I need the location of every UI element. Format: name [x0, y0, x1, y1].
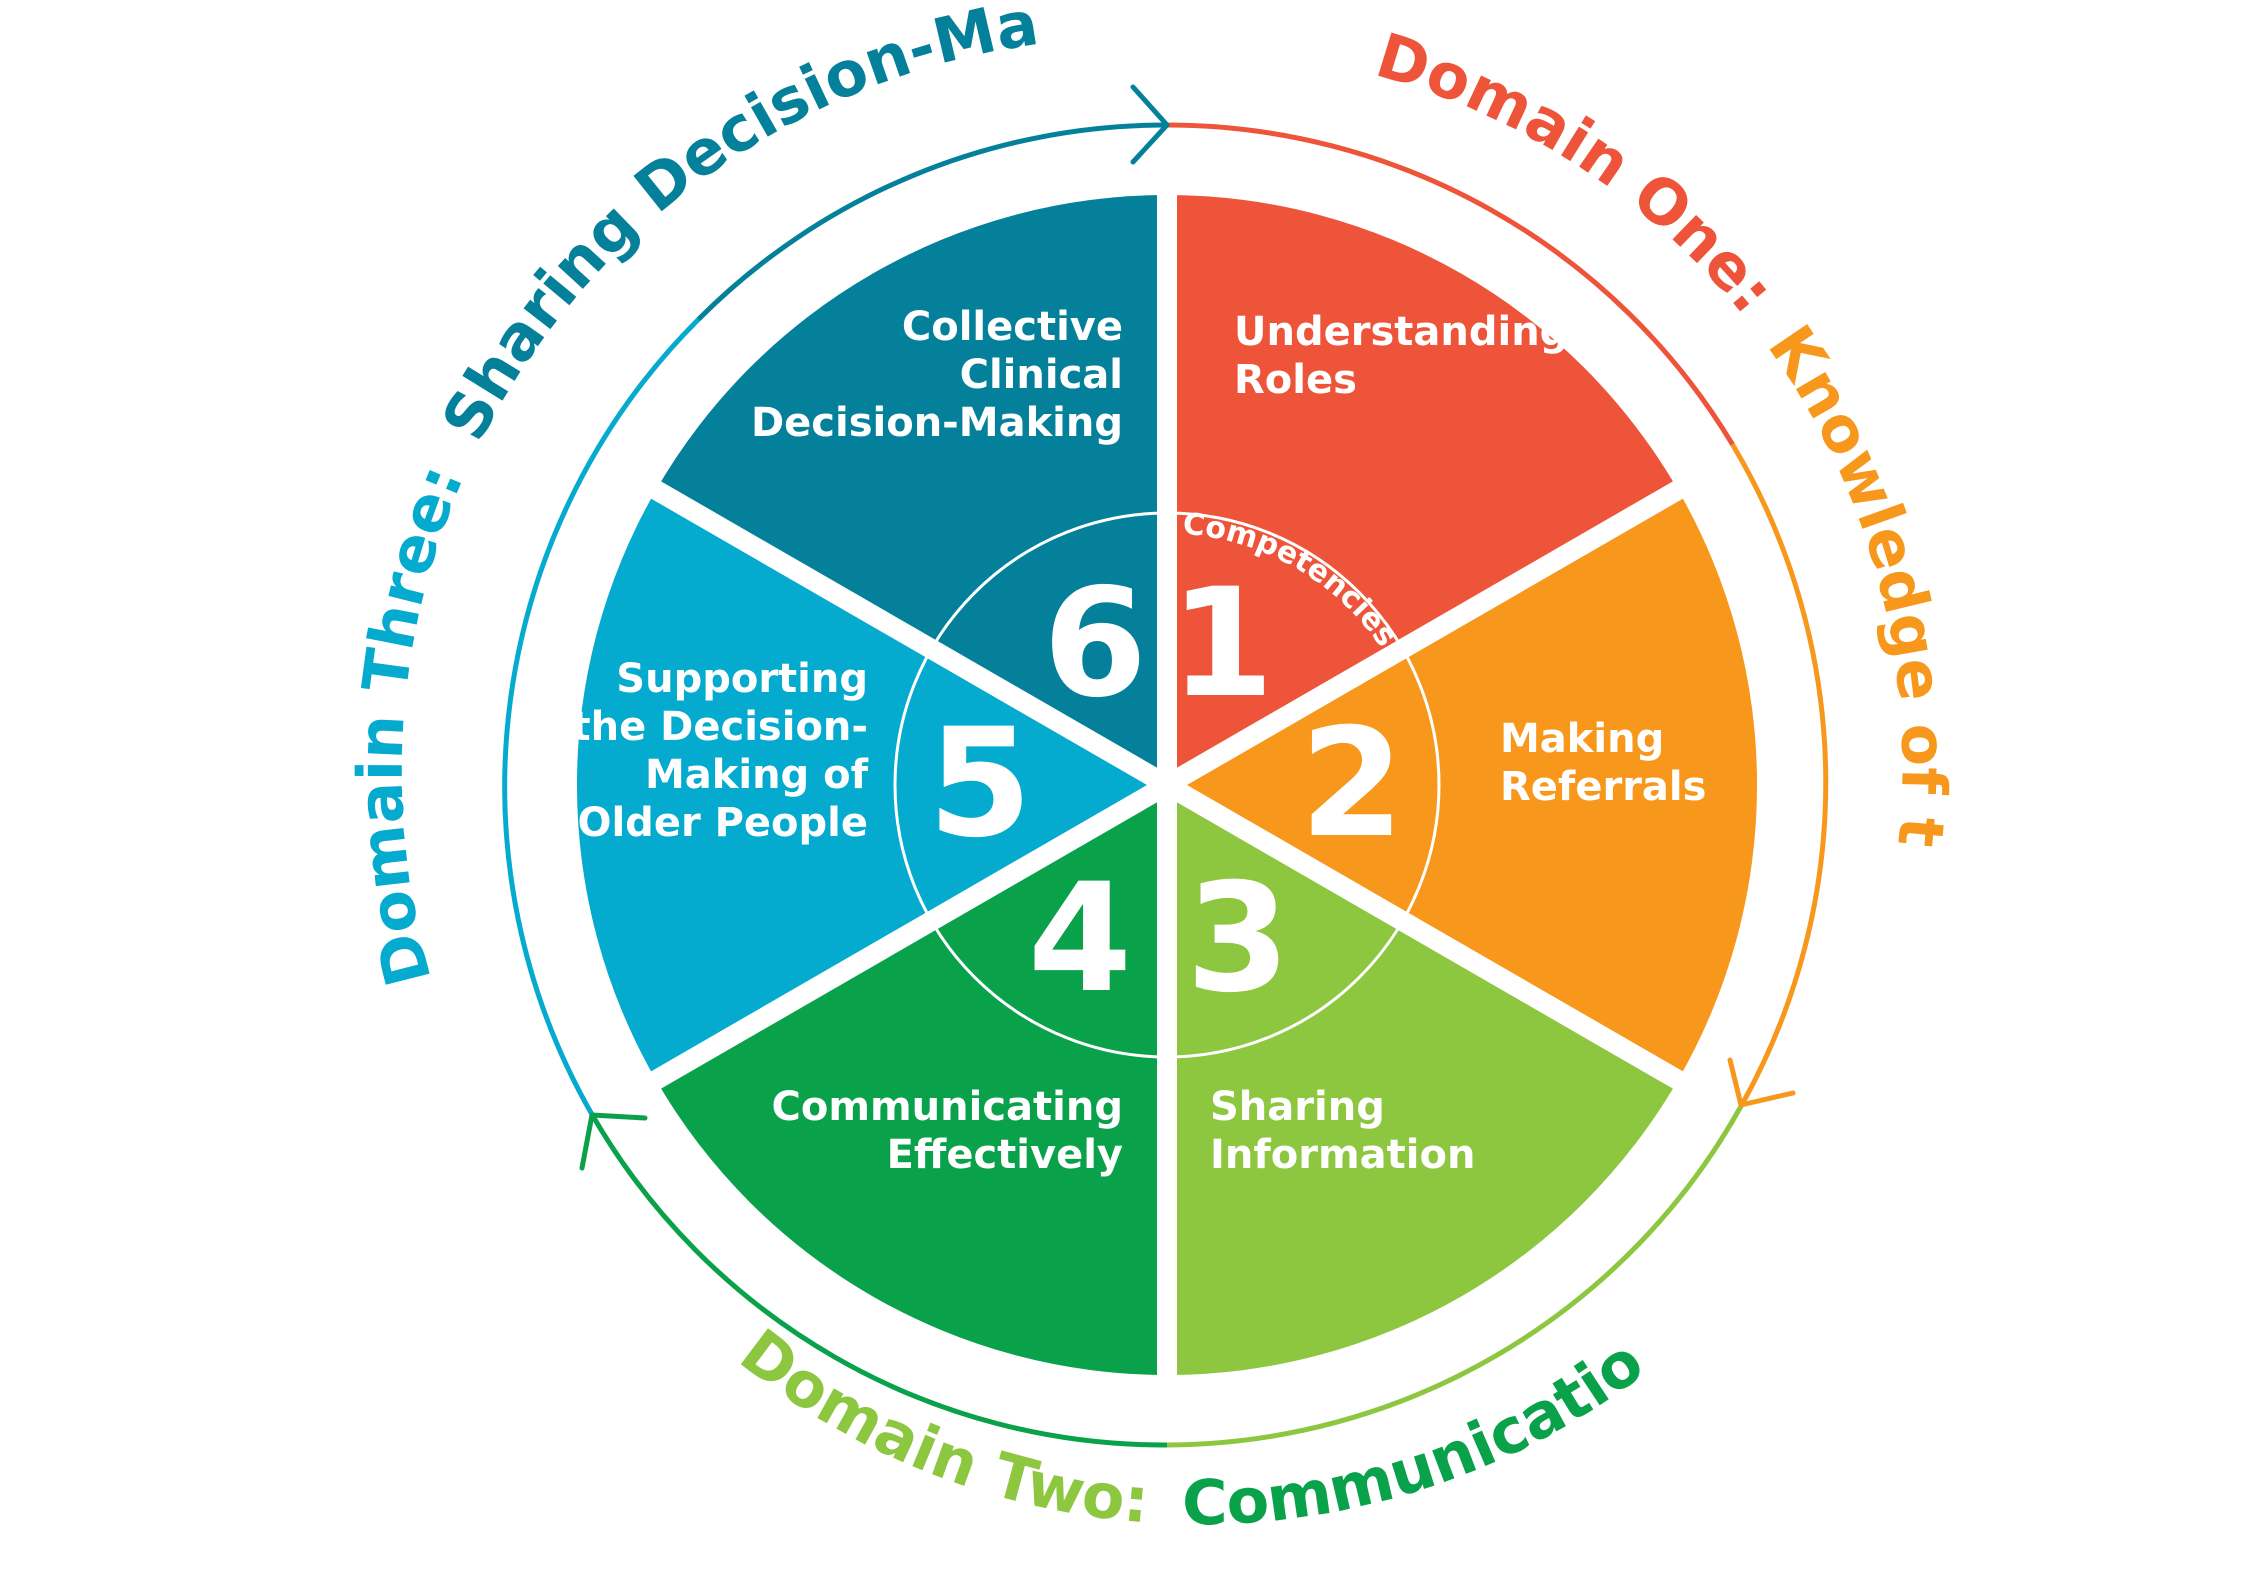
segment-label-line: Collective: [902, 304, 1123, 350]
segment-label-line: Older People: [577, 800, 868, 846]
segment-label-line: the Decision-: [572, 704, 868, 750]
segment-label-line: Effectively: [887, 1132, 1123, 1178]
segment-label-line: Sharing: [1210, 1084, 1385, 1130]
segment-number-5: 5: [928, 697, 1032, 871]
segment-4: [656, 785, 1167, 1375]
arrowhead-right-icon: [1727, 1057, 1796, 1108]
ring-arc-domain-one-a: [1166, 122, 1735, 446]
segment-number-1: 1: [1170, 557, 1274, 731]
segment-number-3: 3: [1186, 852, 1290, 1026]
segment-number-2: 2: [1300, 697, 1404, 871]
segment-label-line: Information: [1210, 1132, 1475, 1178]
segment-number-6: 6: [1043, 557, 1147, 731]
segment-label-line: Referrals: [1500, 764, 1706, 810]
segment-label-line: Clinical: [960, 352, 1123, 398]
segment-label-line: Supporting: [616, 656, 868, 702]
segment-2: [1167, 490, 1758, 1080]
segment-5: [576, 490, 1167, 1080]
inner-circle: [893, 511, 1441, 1059]
segment-label-line: Making: [1500, 716, 1664, 762]
segment-label-line: Making of: [645, 752, 869, 798]
segment-divider: [642, 476, 1173, 794]
domain-three-prefix: Domain Three:: [344, 454, 478, 993]
segment-divider: [1161, 476, 1692, 794]
ring-arrows: [579, 84, 1796, 1171]
segment-6: [656, 195, 1167, 785]
ring-arc-domain-two-a: [1166, 1103, 1744, 1448]
segment-1: [1167, 195, 1678, 785]
segment-3: [1167, 785, 1678, 1375]
ring-arc-domain-three-b: [696, 122, 1168, 322]
arrowhead-left-icon: [579, 1112, 648, 1171]
segment-label-line: Understanding: [1234, 309, 1568, 355]
ring-arc-domain-three-a: [502, 317, 701, 1117]
ring-arc-domain-one-b: [1730, 443, 1829, 1107]
segment-label-line: Decision-Making: [751, 400, 1123, 446]
ring-arc-domain-two-b: [590, 1113, 1168, 1448]
wheel-segments: [576, 185, 1758, 1385]
segment-label-line: Roles: [1234, 357, 1357, 403]
outer-ring: [502, 122, 1829, 1448]
segment-label-line: Communicating: [771, 1084, 1123, 1130]
segment-number-4: 4: [1028, 852, 1132, 1026]
arrowhead-top-icon: [1130, 84, 1170, 165]
segment-divider: [642, 776, 1173, 1094]
segment-divider: [1161, 776, 1692, 1094]
